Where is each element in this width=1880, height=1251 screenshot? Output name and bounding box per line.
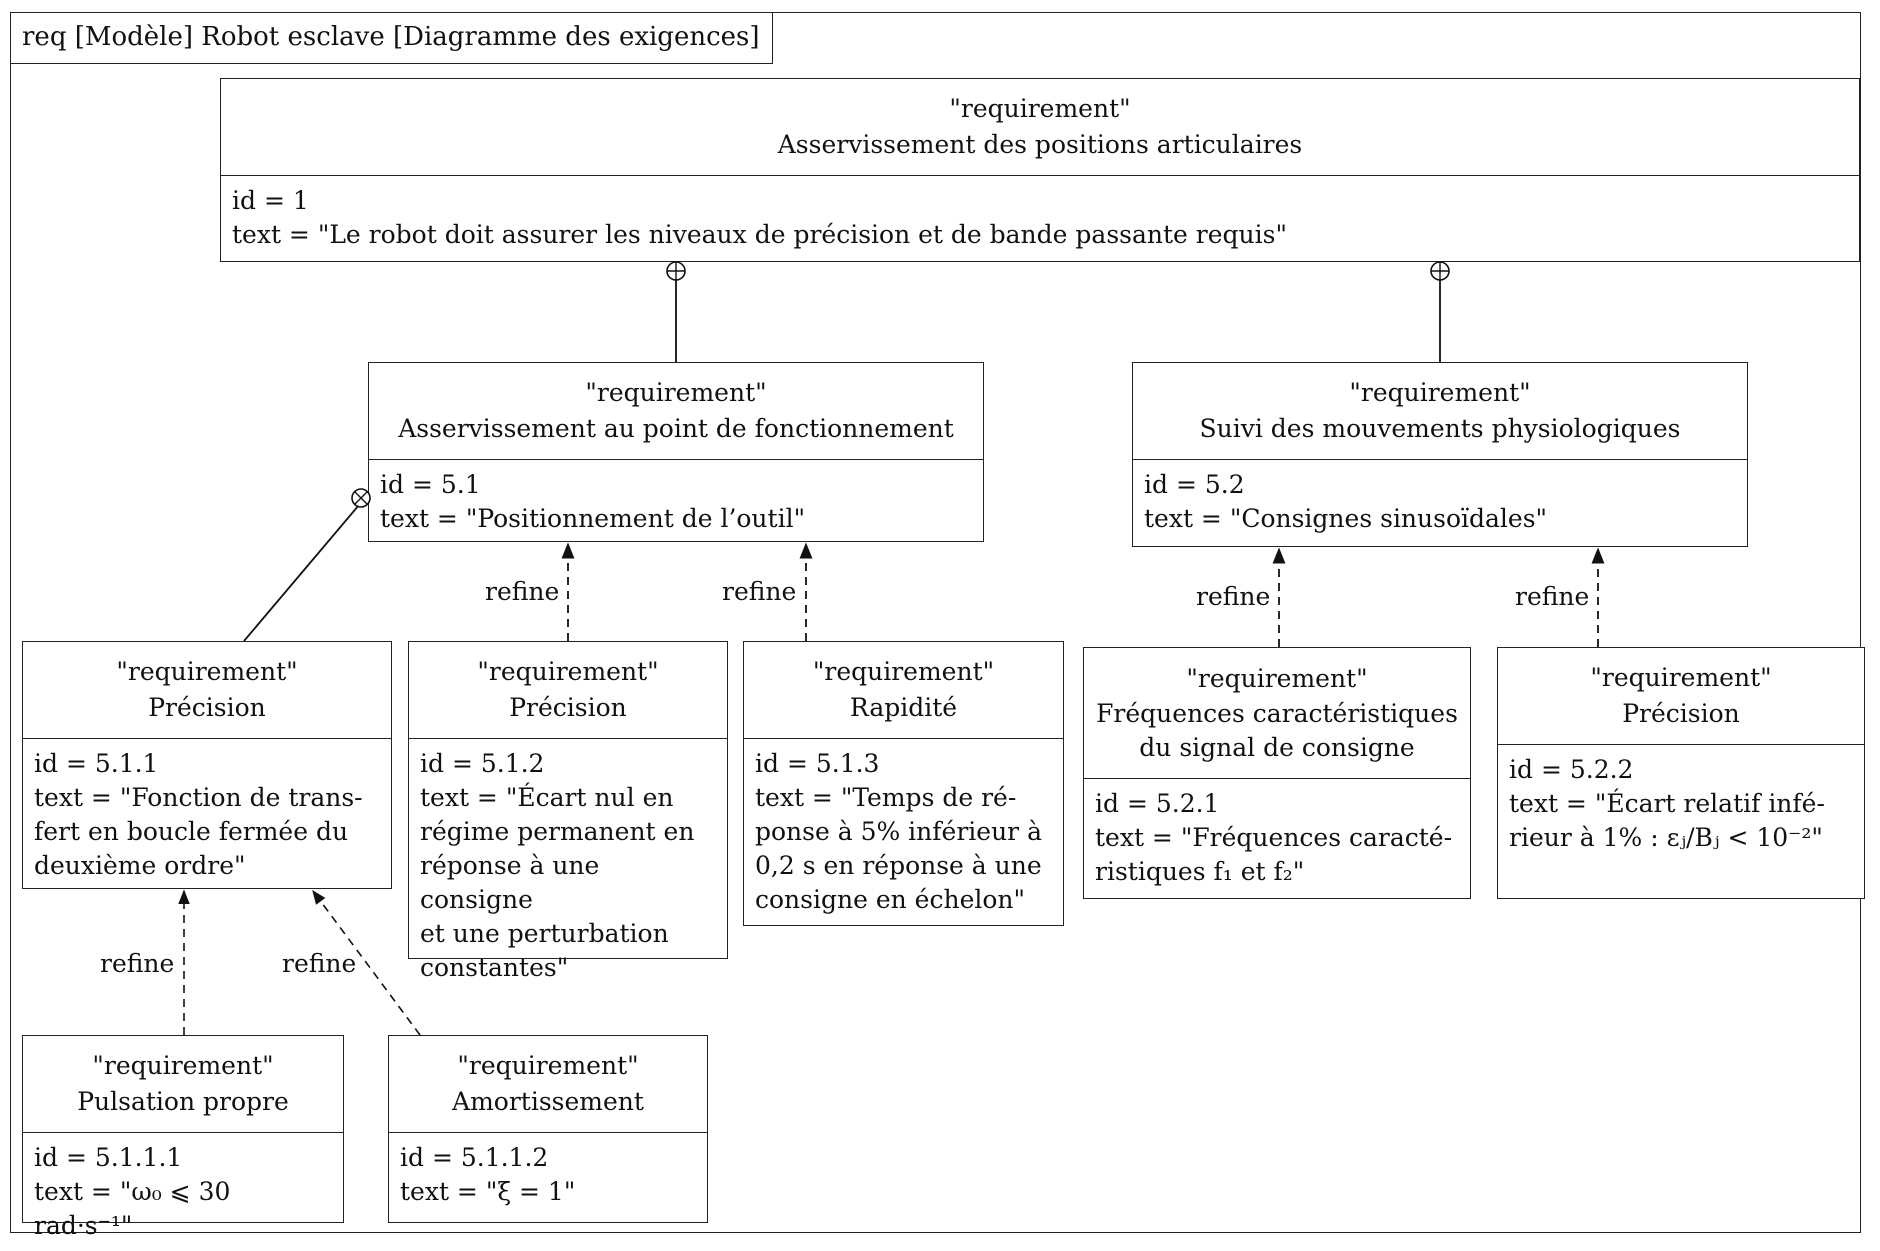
requirement-1[interactable]: "requirement" Asservissement des positio… — [220, 78, 1860, 262]
stereotype-label: "requirement" — [585, 378, 767, 407]
requirement-name: Asservissement au point de fonctionnemen… — [398, 414, 954, 443]
stereotype-label: "requirement" — [1590, 663, 1772, 692]
requirement-name: Précision — [148, 693, 266, 722]
requirement-id: id = 5.2 — [1144, 470, 1245, 499]
requirement-5-1-2[interactable]: "requirement" Précision id = 5.1.2 text … — [408, 641, 728, 982]
requirement-name: Pulsation propre — [77, 1087, 289, 1116]
refine-label: refine — [1515, 582, 1589, 611]
refine-arrow-5-1-1-2: refine — [282, 889, 421, 1036]
requirement-text: text = "ω₀ ⩽ 30 rad·s⁻¹" — [34, 1177, 231, 1240]
stereotype-label: "requirement" — [949, 94, 1131, 123]
requirement-name: Asservissement des positions articulaire… — [777, 130, 1303, 159]
refine-label: refine — [485, 577, 559, 606]
requirement-5-1-3[interactable]: "requirement" Rapidité id = 5.1.3 text =… — [743, 641, 1064, 926]
refine-arrow-5-2-2: refine — [1515, 547, 1605, 647]
requirement-5-2-1[interactable]: "requirement" Fréquences caractéristique… — [1083, 647, 1471, 899]
requirement-id: id = 5.1.1.1 — [34, 1143, 183, 1172]
requirement-text: text = "Écart nul en régime permanent en… — [420, 783, 695, 982]
requirement-text: text = "Écart relatif infé- rieur à 1% :… — [1509, 789, 1825, 852]
requirement-properties: id = 5.1.1.1 text = "ω₀ ⩽ 30 rad·s⁻¹" — [23, 1133, 343, 1251]
frame-title: req [Modèle] Robot esclave [Diagramme de… — [10, 12, 773, 64]
requirement-text: text = "Consignes sinusoïdales" — [1144, 504, 1548, 533]
requirement-header: "requirement" Précision — [409, 642, 727, 739]
containment-connector-5-1-1 — [243, 488, 371, 642]
refine-arrow-5-1-3: refine — [722, 542, 813, 641]
requirement-id: id = 5.1.2 — [420, 749, 545, 778]
requirement-id: id = 5.1.1 — [34, 749, 159, 778]
refine-arrow-5-2-1: refine — [1196, 547, 1286, 647]
requirement-properties: id = 5.1.1.2 text = "ξ = 1" — [389, 1133, 707, 1217]
requirement-id: id = 5.2.1 — [1095, 789, 1220, 818]
requirement-id: id = 5.1 — [380, 470, 481, 499]
requirement-text: text = "Le robot doit assurer les niveau… — [232, 220, 1287, 249]
requirement-name: Rapidité — [849, 693, 958, 722]
requirement-id: id = 5.1.1.2 — [400, 1143, 549, 1172]
containment-connector-5-2 — [1430, 261, 1450, 362]
containment-connector-5-1 — [666, 261, 686, 362]
requirement-header: "requirement" Précision — [1498, 648, 1864, 745]
requirement-header: "requirement" Asservissement au point de… — [369, 363, 983, 460]
requirement-properties: id = 5.1 text = "Positionnement de l’out… — [369, 460, 983, 544]
requirement-id: id = 5.2.2 — [1509, 755, 1634, 784]
requirement-properties: id = 5.2.1 text = "Fréquences caracté- r… — [1084, 779, 1470, 897]
requirement-id: id = 5.1.3 — [755, 749, 880, 778]
requirement-name: Amortissement — [452, 1087, 644, 1116]
refine-arrow-5-1-1-1: refine — [100, 889, 190, 1035]
refine-label: refine — [1196, 582, 1270, 611]
stereotype-label: "requirement" — [812, 657, 995, 686]
stereotype-label: "requirement" — [92, 1051, 274, 1080]
stereotype-label: "requirement" — [116, 657, 298, 686]
requirement-header: "requirement" Pulsation propre — [23, 1036, 343, 1133]
stereotype-label: "requirement" — [1186, 664, 1368, 693]
requirement-5-1-1-2[interactable]: "requirement" Amortissement id = 5.1.1.2… — [388, 1035, 708, 1223]
stereotype-label: "requirement" — [477, 657, 659, 686]
refine-label: refine — [282, 949, 356, 978]
requirement-text: text = "Fonction de trans- fert en boucl… — [34, 783, 363, 880]
requirement-5-2[interactable]: "requirement" Suivi des mouvements physi… — [1132, 362, 1748, 547]
requirement-header: "requirement" Asservissement des positio… — [221, 79, 1859, 176]
requirement-5-2-2[interactable]: "requirement" Précision id = 5.2.2 text … — [1497, 647, 1865, 899]
requirement-name: Suivi des mouvements physiologiques — [1199, 414, 1681, 443]
requirement-text: text = "Positionnement de l’outil" — [380, 504, 806, 533]
requirement-header: "requirement" Amortissement — [389, 1036, 707, 1133]
requirement-5-1[interactable]: "requirement" Asservissement au point de… — [368, 362, 984, 542]
refine-label: refine — [100, 949, 174, 978]
requirement-name: Précision — [1622, 699, 1740, 728]
requirement-header: "requirement" Précision — [23, 642, 391, 739]
requirement-properties: id = 5.1.2 text = "Écart nul en régime p… — [409, 739, 727, 993]
refine-arrow-5-1-2: refine — [485, 542, 575, 641]
requirement-name: Précision — [509, 693, 627, 722]
stereotype-label: "requirement" — [1349, 378, 1531, 407]
requirement-properties: id = 5.1.1 text = "Fonction de trans- fe… — [23, 739, 391, 891]
requirement-header: "requirement" Suivi des mouvements physi… — [1133, 363, 1747, 460]
requirement-5-1-1-1[interactable]: "requirement" Pulsation propre id = 5.1.… — [22, 1035, 344, 1240]
requirement-id: id = 1 — [232, 186, 309, 215]
stereotype-label: "requirement" — [457, 1051, 639, 1080]
requirement-properties: id = 5.2.2 text = "Écart relatif infé- r… — [1498, 745, 1864, 863]
requirement-properties: id = 5.2 text = "Consignes sinusoïdales" — [1133, 460, 1747, 544]
refine-label: refine — [722, 577, 796, 606]
requirement-properties: id = 1 text = "Le robot doit assurer les… — [221, 176, 1859, 260]
requirement-header: "requirement" Rapidité — [744, 642, 1063, 739]
diagram-frame — [10, 12, 1861, 1233]
requirement-properties: id = 5.1.3 text = "Temps de ré- ponse à … — [744, 739, 1063, 925]
requirement-text: text = "Temps de ré- ponse à 5% inférieu… — [755, 783, 1042, 914]
requirement-name: Fréquences caractéristiques du signal de… — [1096, 699, 1458, 762]
requirement-5-1-1[interactable]: "requirement" Précision id = 5.1.1 text … — [22, 641, 392, 889]
requirement-text: text = "ξ = 1" — [400, 1177, 576, 1206]
requirement-text: text = "Fréquences caracté- ristiques f₁… — [1095, 823, 1453, 886]
requirement-header: "requirement" Fréquences caractéristique… — [1084, 648, 1470, 779]
